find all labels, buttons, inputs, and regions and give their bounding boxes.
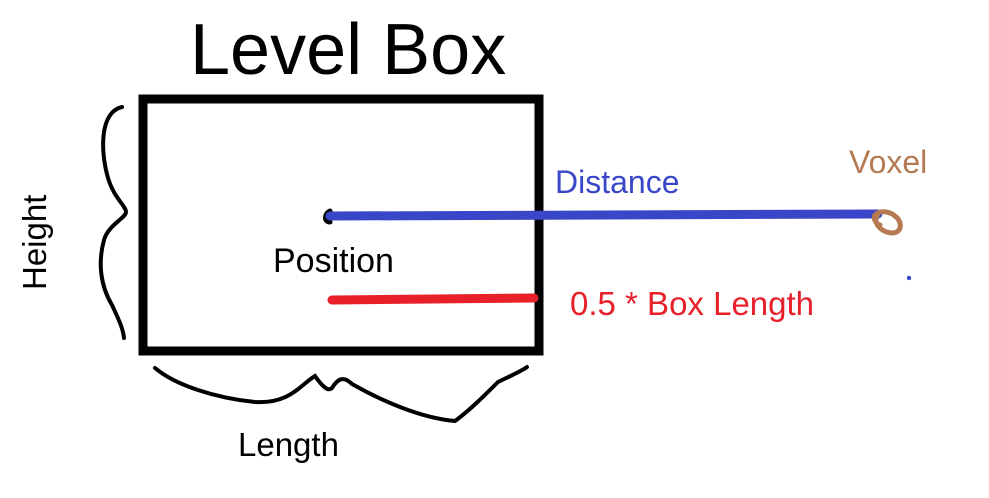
voxel-label: Voxel: [849, 144, 928, 180]
position-label: Position: [273, 242, 394, 280]
distance-line: [325, 209, 883, 221]
height-label: Height: [16, 194, 53, 290]
stray-dot: [906, 275, 912, 281]
length-brace: [153, 365, 529, 424]
distance-label: Distance: [555, 164, 680, 200]
level-box-outline: [138, 94, 544, 356]
diagram-title: Level Box: [190, 10, 507, 90]
height-brace: [98, 105, 129, 340]
length-label: Length: [238, 426, 339, 463]
half-length-line: [327, 293, 539, 305]
voxel-shape: [871, 209, 903, 236]
half-box-length-label: 0.5 * Box Length: [570, 285, 815, 322]
